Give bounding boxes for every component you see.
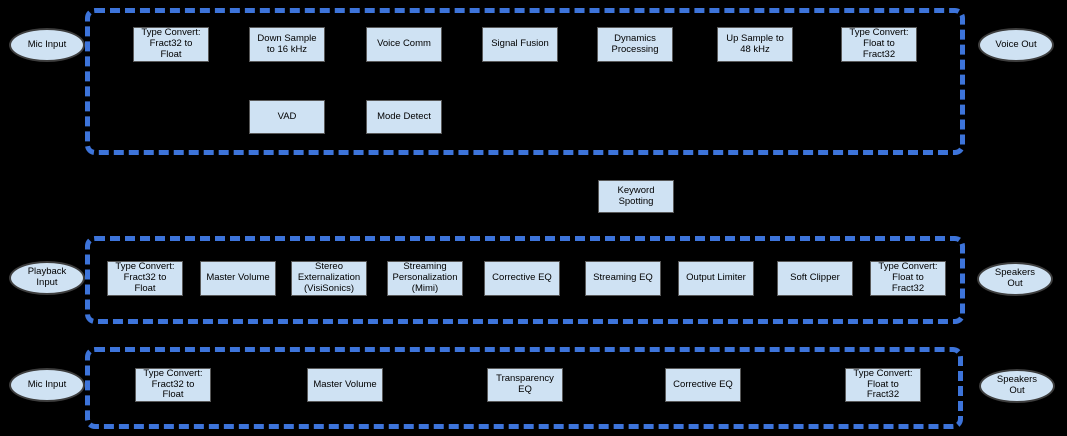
processing-block: Soft Clipper xyxy=(777,261,853,296)
transparency-pipeline-boundary xyxy=(85,347,963,429)
processing-block: Down Sample to 16 kHz xyxy=(249,27,325,62)
processing-block: Transparency EQ xyxy=(487,368,563,402)
processing-block: Stereo Externalization (VisiSonics) xyxy=(291,261,367,296)
node-label: Speakers Out xyxy=(994,267,1036,289)
processing-block: Master Volume xyxy=(200,261,276,296)
processing-block: Signal Fusion xyxy=(482,27,558,62)
processing-block: Dynamics Processing xyxy=(597,27,673,62)
processing-block: Mode Detect xyxy=(366,100,442,134)
node-label: Playback Input xyxy=(27,266,67,288)
processing-block: Type Convert: Fract32 to Float xyxy=(135,368,211,402)
voice-out-node: Voice Out xyxy=(978,28,1054,62)
processing-block: Master Volume xyxy=(307,368,383,402)
processing-block: Type Convert: Float to Fract32 xyxy=(870,261,946,296)
keyword-spotting-block: Keyword Spotting xyxy=(598,180,674,213)
playback-pipeline-boundary xyxy=(85,236,965,324)
speakers-out-node: Speakers Out xyxy=(977,262,1053,296)
processing-block: Streaming Personalization (Mimi) xyxy=(387,261,463,296)
node-label: Voice Out xyxy=(995,38,1037,50)
processing-block: Type Convert: Float to Fract32 xyxy=(845,368,921,402)
processing-block: Streaming EQ xyxy=(585,261,661,296)
processing-block: Output Limiter xyxy=(678,261,754,296)
processing-block: Voice Comm xyxy=(366,27,442,62)
processing-block: Corrective EQ xyxy=(665,368,741,402)
voice-pipeline-boundary xyxy=(85,8,965,155)
node-label: Speakers Out xyxy=(996,374,1038,396)
mic-input-node: Mic Input xyxy=(9,28,85,62)
processing-block: Up Sample to 48 kHz xyxy=(717,27,793,62)
playback-input-node: Playback Input xyxy=(9,261,85,295)
processing-block: Corrective EQ xyxy=(484,261,560,296)
speakers-out-node: Speakers Out xyxy=(979,369,1055,403)
processing-block: Type Convert: Float to Fract32 xyxy=(841,27,917,62)
node-label: Mic Input xyxy=(27,38,67,50)
processing-block: Type Convert: Fract32 to Float xyxy=(133,27,209,62)
processing-block: Type Convert: Fract32 to Float xyxy=(107,261,183,296)
processing-block: VAD xyxy=(249,100,325,134)
mic-input-node: Mic Input xyxy=(9,368,85,402)
node-label: Mic Input xyxy=(27,378,67,390)
